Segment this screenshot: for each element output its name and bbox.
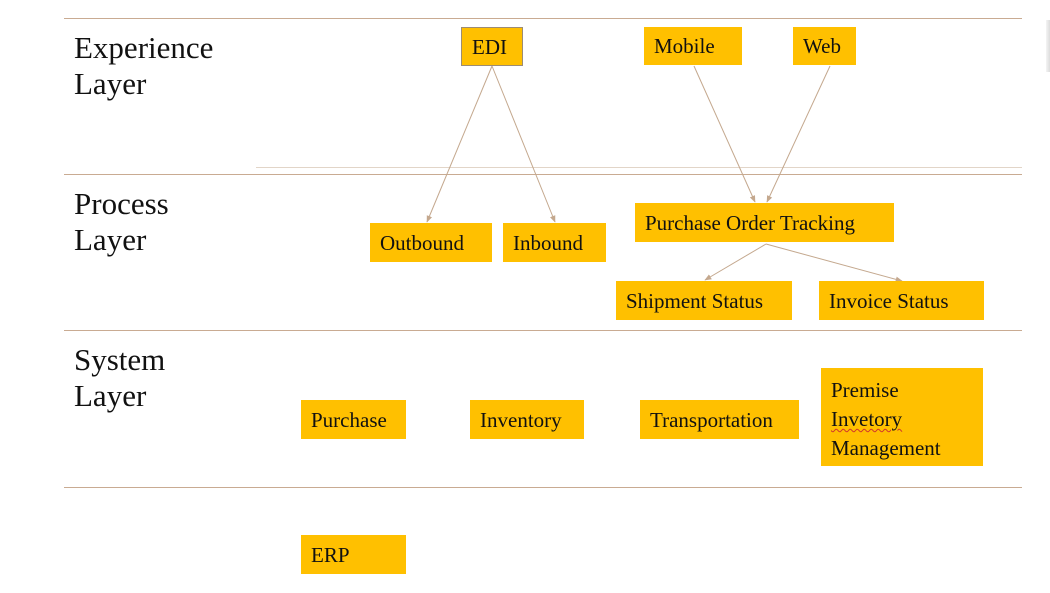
node-line: Premise [831,378,899,402]
edge-edi-inbound [491,65,556,223]
node-line: Management [831,436,941,460]
node-shipment-status[interactable]: Shipment Status [616,281,792,320]
layer-label-line: Process [74,186,169,221]
edge-po-invoice [765,243,903,283]
node-web[interactable]: Web [793,27,856,65]
divider-process-system [64,330,1022,331]
divider-experience-sub [256,167,1022,168]
node-edi[interactable]: EDI [461,27,523,66]
edge-po-shipment [704,243,767,281]
node-invoice-status[interactable]: Invoice Status [819,281,984,320]
divider-experience-process [64,174,1022,175]
node-po-tracking[interactable]: Purchase Order Tracking [635,203,894,242]
node-outbound[interactable]: Outbound [370,223,492,262]
node-inbound[interactable]: Inbound [503,223,606,262]
layer-label-system: System Layer [74,342,274,414]
divider-top [64,18,1022,19]
node-premise-inventory-management[interactable]: Premise Invetory Management [821,368,983,466]
spelling-underline-text: Invetory [831,407,903,431]
layer-label-experience: Experience Layer [74,30,274,102]
divider-system-bottom [64,487,1022,488]
node-mobile[interactable]: Mobile [644,27,742,65]
node-erp[interactable]: ERP [301,535,406,574]
edge-web-po-tracking [766,65,831,203]
layer-label-process: Process Layer [74,186,274,258]
node-line: Invetory [831,405,973,434]
layer-label-line: System [74,342,166,377]
edge-edi-outbound [426,65,493,223]
layer-label-line: Experience [74,30,214,65]
node-inventory[interactable]: Inventory [470,400,584,439]
slide-edge-shadow [1046,20,1050,72]
layer-label-line: Layer [74,66,147,101]
layer-label-line: Layer [74,222,147,257]
node-purchase[interactable]: Purchase [301,400,406,439]
edge-mobile-po-tracking [693,65,756,203]
node-transportation[interactable]: Transportation [640,400,799,439]
layer-label-line: Layer [74,378,147,413]
